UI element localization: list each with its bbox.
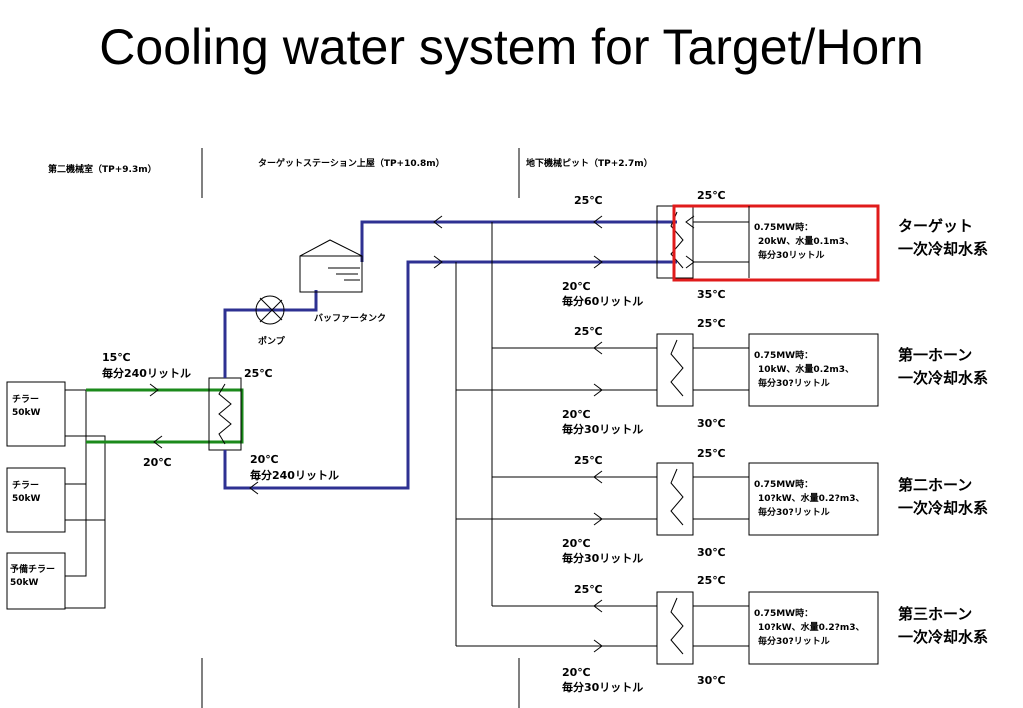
loop-horn2-out-temp: 25℃ <box>697 447 726 460</box>
loop-target-name-line2: 一次冷却水系 <box>898 240 988 258</box>
loop-horn3-box-line3: 毎分30?リットル <box>758 635 830 647</box>
pump <box>255 295 285 325</box>
loop-horn1-hot-temp: 25℃ <box>574 325 603 338</box>
loop-target-in-temp: 35℃ <box>697 288 726 301</box>
loop-horn1-box-line2: 10kW、水量0.2m3、 <box>758 363 854 375</box>
loop-horn2-return-flow: 毎分30リットル <box>562 551 643 565</box>
loop-target-box-line3: 毎分30リットル <box>758 249 825 261</box>
loop-target-hot-temp: 25℃ <box>574 194 603 207</box>
loop-target-name-line1: ターゲット <box>898 217 973 235</box>
loop-horn3 <box>456 591 879 665</box>
loop-target-return-flow: 毎分60リットル <box>562 294 643 308</box>
loop-horn3-box-line1: 0.75MW時： <box>754 607 813 619</box>
branch-headers <box>455 222 493 646</box>
secondary-return-temp: 20℃ <box>250 453 279 466</box>
buffer-tank-label: バッファータンク <box>314 312 386 324</box>
loop-target-box-line2: 20kW、水量0.1m3、 <box>758 235 854 247</box>
loop-horn2-name-line1: 第二ホーン <box>898 476 972 494</box>
page-title: Cooling water system for Target/Horn <box>99 19 924 75</box>
loop-horn1-box-line3: 毎分30?リットル <box>758 377 830 389</box>
loop-target-out-temp: 25℃ <box>697 189 726 202</box>
loop-horn2-box-line1: 0.75MW時： <box>754 478 813 490</box>
loop-horn3-name-line2: 一次冷却水系 <box>898 628 988 646</box>
chiller-3-label: 予備チラー <box>10 563 55 575</box>
loop-horn1-name-line1: 第一ホーン <box>898 346 972 364</box>
loop-horn1-name-line2: 一次冷却水系 <box>898 369 988 387</box>
loop-target-box-line1: 0.75MW時： <box>754 221 813 233</box>
loop-horn2 <box>456 462 879 536</box>
loop-horn3-box-line2: 10?kW、水量0.2?m3、 <box>758 621 864 633</box>
secondary-return-temp-left: 20℃ <box>143 456 172 469</box>
loop-horn2-box-line2: 10?kW、水量0.2?m3、 <box>758 492 864 504</box>
secondary-supply-temp: 15℃ <box>102 351 131 364</box>
loop-horn1-in-temp: 30℃ <box>697 417 726 430</box>
chiller-3: 予備チラー 50kW <box>6 552 66 610</box>
section-label-right: 地下機械ピット（TP+2.7m） <box>526 157 653 169</box>
chiller-1: チラー 50kW <box>6 381 66 447</box>
green-chiller-loop <box>86 383 244 449</box>
chiller-3-capacity: 50kW <box>10 578 39 588</box>
loop-target-return-temp: 20℃ <box>562 280 591 293</box>
hx-out-temp: 25℃ <box>244 367 273 380</box>
chiller-2: チラー 50kW <box>6 467 66 533</box>
loop-horn2-box-line3: 毎分30?リットル <box>758 506 830 518</box>
loop-horn1-return-flow: 毎分30リットル <box>562 422 643 436</box>
loop-horn3-out-temp: 25℃ <box>697 574 726 587</box>
section-label-center: ターゲットステーション上屋（TP+10.8m） <box>258 157 445 169</box>
loop-horn1 <box>456 333 879 407</box>
chiller-2-capacity: 50kW <box>12 494 41 504</box>
loop-horn3-return-flow: 毎分30リットル <box>562 680 643 694</box>
secondary-supply-flow: 毎分240リットル <box>102 366 191 380</box>
loop-horn1-box-line1: 0.75MW時： <box>754 349 813 361</box>
loop-horn2-hot-temp: 25℃ <box>574 454 603 467</box>
loop-horn1-return-temp: 20℃ <box>562 408 591 421</box>
loop-horn3-in-temp: 30℃ <box>697 674 726 687</box>
chiller-1-capacity: 50kW <box>12 408 41 418</box>
blue-primary-pipes <box>223 215 677 495</box>
loop-target <box>656 204 880 282</box>
pump-label: ポンプ <box>258 335 286 347</box>
chiller-manifold <box>65 389 106 609</box>
loop-horn3-name-line1: 第三ホーン <box>898 605 972 623</box>
chiller-1-label: チラー <box>12 394 39 405</box>
loop-horn2-in-temp: 30℃ <box>697 546 726 559</box>
secondary-return-flow: 毎分240リットル <box>250 468 339 482</box>
chiller-2-label: チラー <box>12 480 39 491</box>
loop-horn1-out-temp: 25℃ <box>697 317 726 330</box>
loop-horn2-return-temp: 20℃ <box>562 537 591 550</box>
buffer-tank <box>299 239 363 293</box>
section-label-left: 第二機械室（TP+9.3m） <box>48 163 157 175</box>
loop-horn3-return-temp: 20℃ <box>562 666 591 679</box>
loop-horn3-hot-temp: 25℃ <box>574 583 603 596</box>
loop-horn2-name-line2: 一次冷却水系 <box>898 499 988 517</box>
